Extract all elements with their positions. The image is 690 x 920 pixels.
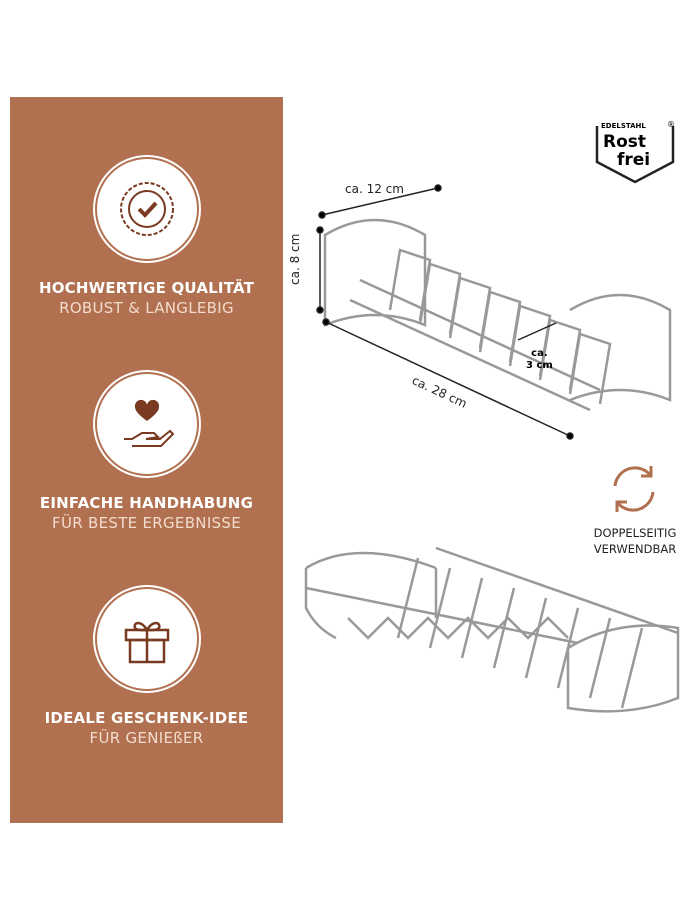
reversible-line2: VERWENDBAR bbox=[593, 542, 677, 556]
reversible-label: DOPPELSEITIG VERWENDBAR bbox=[585, 525, 685, 557]
feature-title: HOCHWERTIGE QUALITÄT bbox=[38, 279, 255, 297]
width-label: ca. 12 cm bbox=[345, 182, 404, 196]
feature-title: EINFACHE HANDHABUNG bbox=[39, 494, 254, 512]
reversible-line1: DOPPELSEITIG bbox=[593, 526, 677, 540]
badge-top-text: EDELSTAHL bbox=[601, 122, 646, 130]
height-label: ca. 8 cm bbox=[288, 233, 302, 285]
gap-label-2: 3 cm bbox=[526, 360, 553, 371]
feature-handling: EINFACHE HANDHABUNG FÜR BESTE ERGEBNISSE bbox=[10, 374, 283, 532]
rack-rib bbox=[492, 587, 516, 669]
rack-rib bbox=[588, 617, 612, 699]
badge-line2: frei bbox=[617, 150, 651, 170]
feature-subtitle: ROBUST & LANGLEBIG bbox=[59, 299, 234, 317]
rostfrei-badge: EDELSTAHL ® Rost frei bbox=[595, 120, 675, 184]
rack-rib bbox=[524, 597, 548, 679]
badge-line1: Rost bbox=[603, 132, 647, 152]
rack-image-top bbox=[316, 184, 672, 440]
rack-image-bottom bbox=[304, 546, 680, 713]
badge-registered: ® bbox=[667, 120, 675, 129]
gap-label-1: ca. bbox=[531, 348, 548, 359]
rotate-arrows-icon bbox=[613, 466, 655, 512]
feature-subtitle: FÜR GENIEßER bbox=[89, 729, 204, 747]
feature-gift: IDEALE GESCHENK-IDEE FÜR GENIEßER bbox=[10, 589, 283, 747]
rack-rib bbox=[460, 577, 484, 659]
rack-rib bbox=[620, 627, 644, 709]
rack-rib bbox=[556, 607, 580, 689]
gap-label: ca.3 cm bbox=[526, 348, 553, 372]
features-panel: HOCHWERTIGE QUALITÄT ROBUST & LANGLEBIG … bbox=[10, 97, 283, 823]
feature-title: IDEALE GESCHENK-IDEE bbox=[44, 709, 249, 727]
rack-rib bbox=[568, 332, 612, 405]
heart-hand-icon bbox=[96, 374, 197, 474]
rack-rib bbox=[396, 557, 420, 639]
rack-rib bbox=[428, 567, 452, 649]
quality-seal-check-icon bbox=[96, 159, 197, 259]
feature-subtitle: FÜR BESTE ERGEBNISSE bbox=[52, 514, 241, 532]
feature-quality: HOCHWERTIGE QUALITÄT ROBUST & LANGLEBIG bbox=[10, 159, 283, 317]
gift-icon bbox=[96, 589, 197, 689]
